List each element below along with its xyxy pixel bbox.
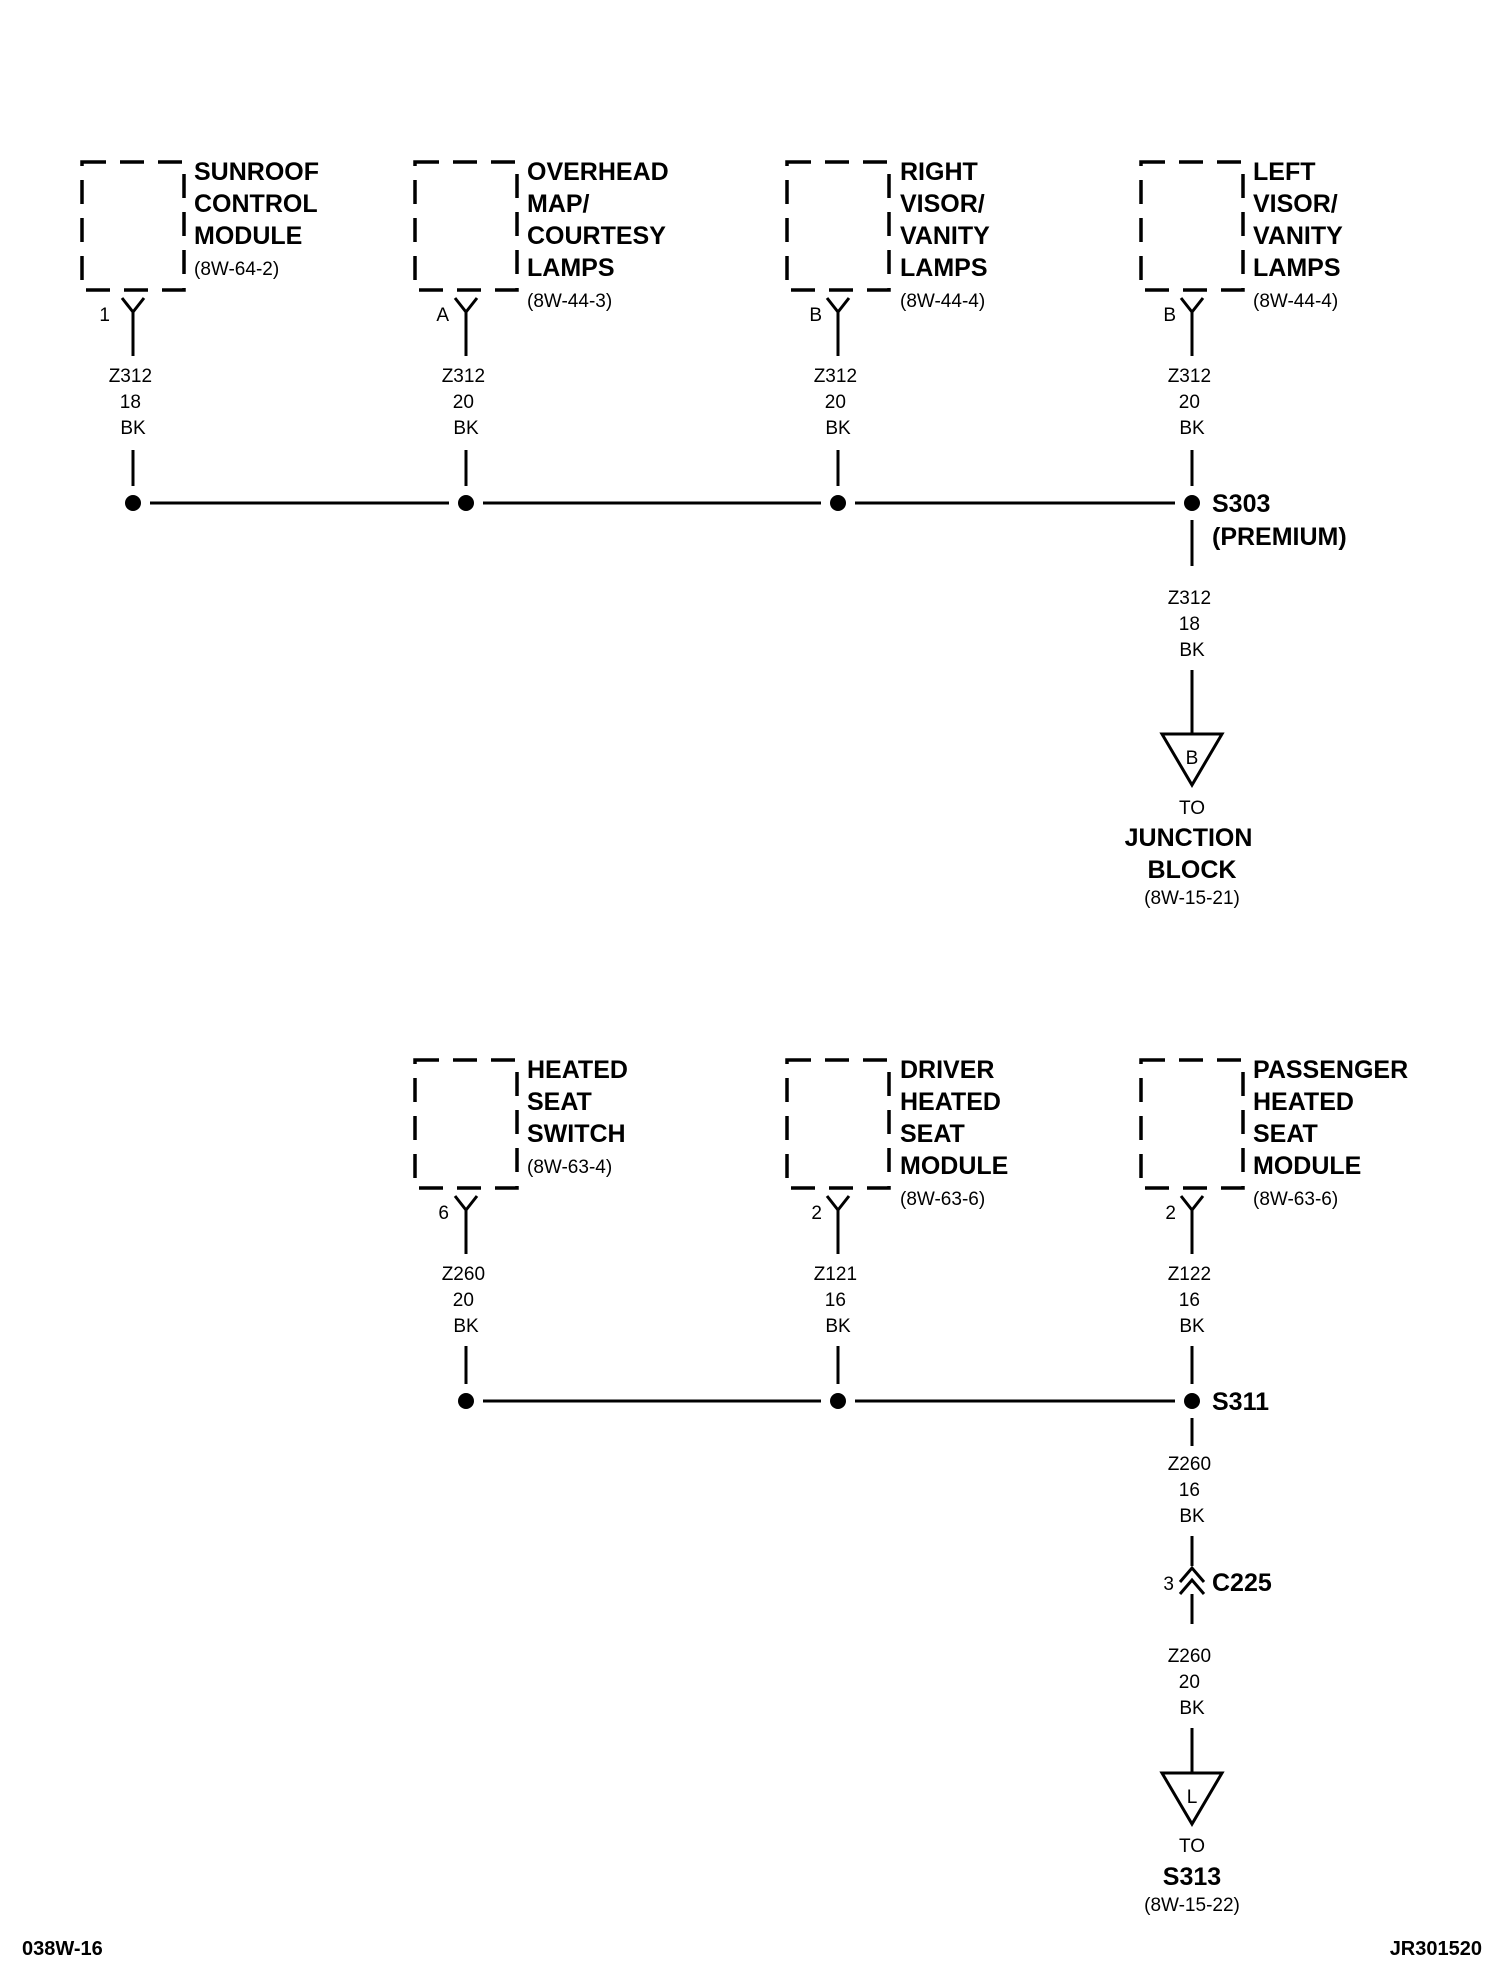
ground-triangle-icon bbox=[1159, 732, 1225, 788]
top-ground-circuit: SUNROOF CONTROL MODULE (8W-64-2) OVERHEA… bbox=[80, 158, 1349, 909]
splice-dot bbox=[458, 495, 474, 511]
connector-pin-symbol bbox=[825, 297, 851, 356]
heated-seat-switch-label: HEATED SEAT SWITCH bbox=[527, 1056, 635, 1148]
ground-to-label: TO bbox=[1179, 1836, 1205, 1857]
splice-dot bbox=[1184, 495, 1200, 511]
sunroof-module-ref: (8W-64-2) bbox=[194, 259, 279, 280]
splice-s303-note: (PREMIUM) bbox=[1212, 523, 1347, 551]
heated-seat-switch-ref: (8W-63-4) bbox=[527, 1157, 612, 1178]
connector-pin-symbol bbox=[1179, 1195, 1205, 1254]
pin-label: 6 bbox=[438, 1203, 449, 1224]
connector-c225-label: C225 bbox=[1212, 1569, 1272, 1597]
driver-heated-seat-module-label: DRIVER HEATED SEAT MODULE bbox=[900, 1056, 1008, 1180]
wire-label: Z312 20 BK bbox=[442, 366, 491, 439]
splice-dot bbox=[458, 1393, 474, 1409]
splice-dot bbox=[1184, 1393, 1200, 1409]
wire-label: Z260 16 BK bbox=[1168, 1454, 1217, 1527]
splice-s303-label: S303 bbox=[1212, 490, 1270, 518]
wire-label: Z122 16 BK bbox=[1168, 1264, 1217, 1337]
wire-label: Z312 20 BK bbox=[1168, 366, 1217, 439]
overhead-lamps-label: OVERHEAD MAP/ COURTESY LAMPS bbox=[527, 158, 676, 282]
overhead-lamps-box bbox=[413, 160, 519, 292]
passenger-heated-seat-module-label: PASSENGER HEATED SEAT MODULE bbox=[1253, 1056, 1415, 1180]
connector-pin-symbol bbox=[120, 297, 146, 356]
bottom-ground-circuit: HEATED SEAT SWITCH (8W-63-4) DRIVER HEAT… bbox=[413, 1056, 1415, 1916]
ground-destination: JUNCTION BLOCK bbox=[1125, 824, 1260, 884]
ground-to-label: TO bbox=[1179, 798, 1205, 819]
left-visor-lamps-ref: (8W-44-4) bbox=[1253, 291, 1338, 312]
connector-pin-symbol bbox=[453, 297, 479, 356]
left-visor-lamps-box bbox=[1139, 160, 1245, 292]
right-visor-lamps-box bbox=[785, 160, 891, 292]
sunroof-module-box bbox=[80, 160, 186, 292]
pin-label: B bbox=[1163, 305, 1176, 326]
connector-pin-symbol bbox=[825, 1195, 851, 1254]
passenger-heated-seat-module-box bbox=[1139, 1058, 1245, 1190]
splice-s311-label: S311 bbox=[1212, 1388, 1269, 1416]
right-visor-lamps-label: RIGHT VISOR/ VANITY LAMPS bbox=[900, 158, 996, 282]
ground-triangle-icon bbox=[1159, 1771, 1225, 1827]
pin-label: 2 bbox=[1165, 1203, 1176, 1224]
sunroof-module-label: SUNROOF CONTROL MODULE bbox=[194, 158, 326, 250]
inline-connector-icon bbox=[1178, 1565, 1206, 1595]
wire-label: Z260 20 BK bbox=[1168, 1646, 1217, 1719]
ground-destination-ref: (8W-15-22) bbox=[1144, 1895, 1240, 1916]
overhead-lamps-ref: (8W-44-3) bbox=[527, 291, 612, 312]
splice-dot bbox=[125, 495, 141, 511]
wire-label: Z121 16 BK bbox=[814, 1264, 863, 1337]
driver-heated-seat-module-box bbox=[785, 1058, 891, 1190]
driver-heated-seat-module-ref: (8W-63-6) bbox=[900, 1189, 985, 1210]
wire-label: Z312 18 BK bbox=[1168, 588, 1217, 661]
passenger-heated-seat-module-ref: (8W-63-6) bbox=[1253, 1189, 1338, 1210]
connector-pin-label: 3 bbox=[1163, 1574, 1174, 1595]
ground-letter: L bbox=[1187, 1787, 1198, 1808]
pin-label: A bbox=[436, 305, 449, 326]
heated-seat-switch-box bbox=[413, 1058, 519, 1190]
connector-pin-symbol bbox=[453, 1195, 479, 1254]
wire-label: Z260 20 BK bbox=[442, 1264, 491, 1337]
connector-pin-symbol bbox=[1179, 297, 1205, 356]
ground-letter: B bbox=[1186, 748, 1199, 769]
wire-label: Z312 18 BK bbox=[109, 366, 158, 439]
splice-dot bbox=[830, 1393, 846, 1409]
footer-figure-id: JR301520 bbox=[1390, 1938, 1482, 1960]
pin-label: 1 bbox=[99, 305, 110, 326]
wire-label: Z312 20 BK bbox=[814, 366, 863, 439]
left-visor-lamps-label: LEFT VISOR/ VANITY LAMPS bbox=[1253, 158, 1349, 282]
ground-destination-ref: (8W-15-21) bbox=[1144, 888, 1240, 909]
pin-label: 2 bbox=[811, 1203, 822, 1224]
splice-dot bbox=[830, 495, 846, 511]
pin-label: B bbox=[809, 305, 822, 326]
ground-destination: S313 bbox=[1163, 1863, 1221, 1891]
footer-page-code: 038W-16 bbox=[22, 1938, 103, 1960]
right-visor-lamps-ref: (8W-44-4) bbox=[900, 291, 985, 312]
